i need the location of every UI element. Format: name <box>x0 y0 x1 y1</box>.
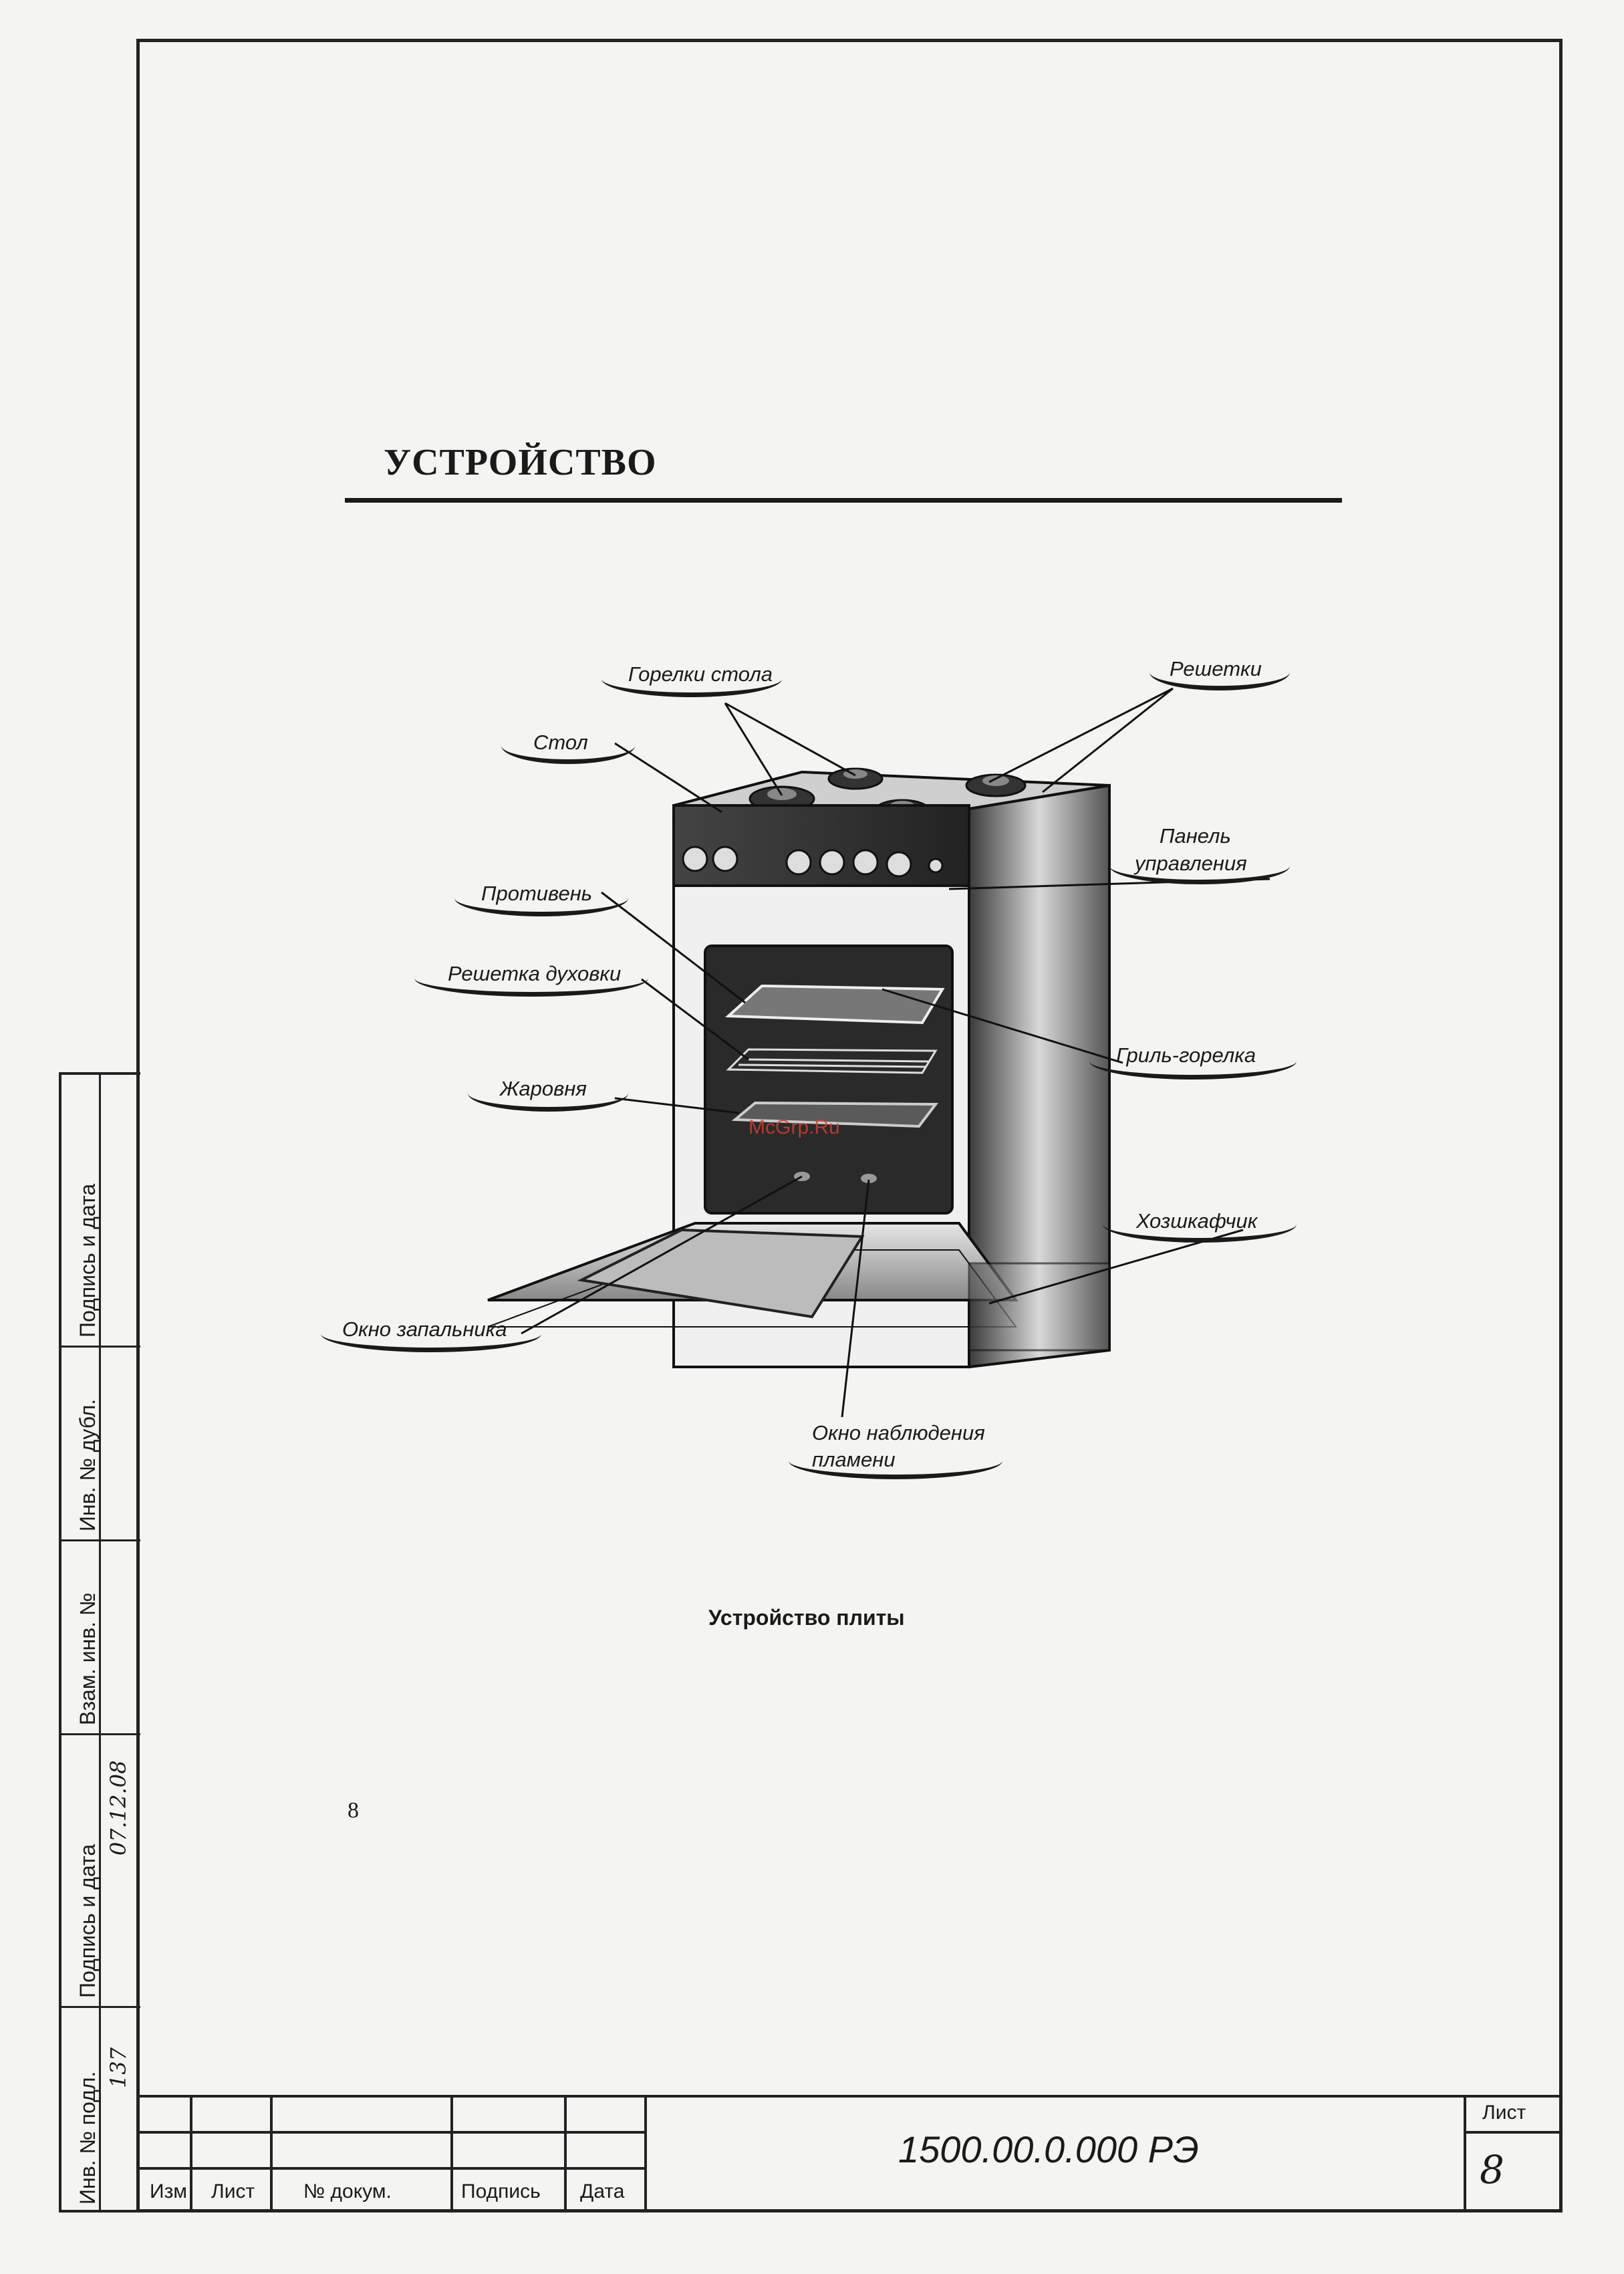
col-change: Изм <box>150 2180 187 2202</box>
knobs <box>682 846 944 878</box>
margin-cell-replace-inv: Взам. инв. № <box>61 1541 140 1735</box>
callout-oven-rack-underline <box>414 975 648 997</box>
title-underline <box>345 498 1342 503</box>
callout-roasting-pan-underline <box>468 1090 628 1112</box>
callout-table-underline <box>501 742 635 764</box>
flame-hole <box>861 1174 877 1183</box>
stove-illustration: Горелки стола Решетки Стол Панель управл… <box>321 642 1323 1511</box>
baking-tray <box>724 984 945 1025</box>
stove-drawing <box>487 687 1270 1418</box>
page-frame <box>136 39 1563 2213</box>
watermark: McGrp.Ru <box>749 1116 840 1138</box>
oven-rack <box>726 1048 938 1074</box>
margin-stamp: Подпись и дата Инв. № дубл. Взам. инв. №… <box>59 1072 140 2213</box>
callout-flame-window-l1: Окно наблюдения <box>812 1421 985 1444</box>
margin-cell-sign-date-bottom: Подпись и дата 07.12.08 <box>61 1735 140 2008</box>
document-number: 1500.00.0.000 РЭ <box>898 2128 1199 2170</box>
callout-burners-underline <box>601 675 782 697</box>
col-doc: № докум. <box>303 2180 392 2202</box>
sheet-label: Лист <box>1482 2102 1526 2124</box>
roasting-pan <box>731 1101 939 1128</box>
callout-baking-tray-underline <box>454 894 628 916</box>
storage-compartment <box>968 1262 1111 1352</box>
label-sign-date-top: Подпись и дата <box>76 1183 100 1338</box>
door-glass <box>577 1228 865 1319</box>
title-block: Изм Лист № докум. Подпись Дата 1500.00.0… <box>136 2095 1563 2213</box>
col-sign: Подпись <box>461 2180 541 2202</box>
margin-cell-dup-inv: Инв. № дубл. <box>61 1348 140 1541</box>
page-title: УСТРОЙСТВО <box>384 442 657 483</box>
callout-grill-burner-underline <box>1089 1057 1297 1080</box>
col-date: Дата <box>580 2180 625 2202</box>
handwritten-date: 07.12.08 <box>106 1760 131 1856</box>
page-number: 8 <box>348 1798 359 1823</box>
handwritten-inv: 137 <box>106 2047 131 2088</box>
callout-grates-underline <box>1149 668 1290 690</box>
callout-flame-window-underline <box>789 1457 1002 1479</box>
callout-storage-underline <box>1103 1221 1297 1243</box>
label-replace-inv: Взам. инв. № <box>76 1592 100 1725</box>
col-sheet: Лист <box>211 2180 255 2202</box>
figure-caption: Устройство плиты <box>708 1606 905 1630</box>
margin-cell-orig-inv: Инв. № подл. 137 <box>61 2008 140 2213</box>
sheet-number: 8 <box>1480 2147 1504 2192</box>
label-orig-inv: Инв. № подл. <box>76 2071 100 2204</box>
label-sign-date-bottom: Подпись и дата <box>76 1844 100 1998</box>
callout-igniter-window-underline <box>321 1330 541 1352</box>
callout-control-panel-underline <box>1109 862 1290 884</box>
label-dup-inv: Инв. № дубл. <box>76 1398 100 1531</box>
control-panel <box>672 804 970 887</box>
callout-control-panel-l1: Панель <box>1160 824 1231 848</box>
margin-cell-sign-date-top: Подпись и дата <box>61 1075 140 1348</box>
